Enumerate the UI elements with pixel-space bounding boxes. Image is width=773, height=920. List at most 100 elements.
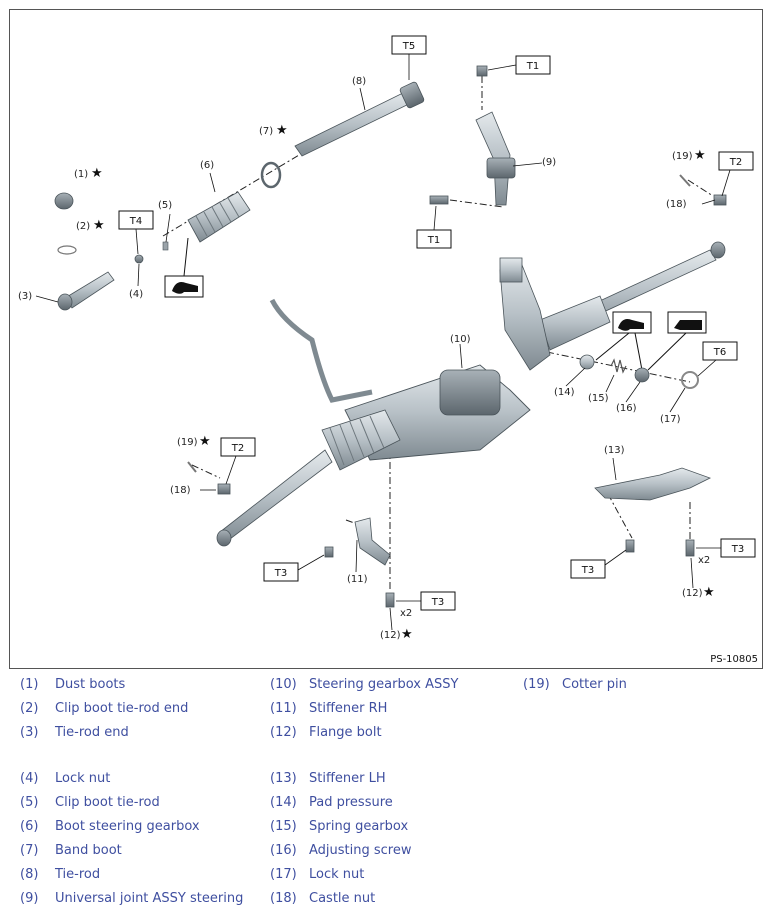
torque-tag-t3: T3 [263,554,325,582]
legend-part-name: Cotter pin [562,677,627,692]
tie-rod-end-part [57,271,115,311]
torque-tag-t3: T3 [396,591,456,611]
legend-item: (3) Tie-rod end [20,725,129,740]
legend-item: (12)Flange bolt [270,725,382,740]
legend-item: (16) Adjusting screw [270,843,411,858]
legend-number: (5) [20,795,39,810]
legend-item: (14) Pad pressure [270,795,393,810]
callout-16: (16) [616,403,637,414]
legend-part-name: Pad pressure [309,795,393,810]
legend-number: (9) [20,891,39,906]
svg-text:T3: T3 [581,565,594,576]
svg-text:T4: T4 [129,216,142,227]
spring-gearbox-part [610,358,627,374]
flange-bolt-part [324,546,334,558]
legend-part-name: Band boot [55,843,122,858]
parts-legend: (1)Dust boots (2) Clip boot tie-rod end (3)… [0,674,773,920]
diagram-canvas: T5 T1 T1 T2 T4 T6 T2 T3 T3 [18,35,756,642]
legend-part-name: Spring gearbox [309,819,409,834]
star-icon: ★ [401,627,413,642]
star-icon: ★ [91,166,103,181]
legend-item: (18)Castle nut [270,891,375,906]
torque-tag-t2: T2 [220,437,256,485]
callout-7: (7) [259,126,273,137]
svg-text:T3: T3 [731,544,744,555]
legend-part-name: Steering gearbox ASSY [309,677,459,692]
lock-nut-17-part [681,371,699,389]
legend-part-name: Flange bolt [309,725,382,740]
legend-number: (8) [20,867,39,882]
flange-bolt-part [625,539,635,553]
callout-13: (13) [604,445,625,456]
legend-number: (18) [270,891,297,906]
legend-item: (11) Stiffener RH [270,701,387,716]
grease-tool-icon [667,311,707,334]
callout-8: (8) [352,76,366,87]
legend-number: (14) [270,795,297,810]
svg-text:T3: T3 [274,568,287,579]
legend-part-name: Tie-rod end [55,725,129,740]
legend-number: (3) [20,725,39,740]
legend-number: (19) [523,677,550,692]
legend-part-name: Boot steering gearbox [55,819,200,834]
multiplier-label: x2 [400,608,412,619]
legend-part-name: Clip boot tie-rod [55,795,160,810]
torque-tag-t1: T1 [487,55,551,75]
legend-item: (17) Lock nut [270,867,364,882]
svg-text:T2: T2 [729,157,742,168]
legend-number: (2) [20,701,39,716]
callout-1: (1) [74,169,88,180]
tie-rod-part [294,81,425,157]
legend-number: (17) [270,867,297,882]
boot-steering-gearbox-part [187,191,251,243]
callout-17: (17) [660,414,681,425]
callout-9: (9) [542,157,556,168]
multiplier-label: x2 [698,555,710,566]
callout-4: (4) [129,289,143,300]
legend-part-name: Adjusting screw [309,843,412,858]
legend-part-name: Stiffener LH [309,771,386,786]
band-boot-part [260,161,282,189]
legend-item: (19) Cotter pin [523,677,627,692]
legend-item: (8) Tie-rod [20,867,100,882]
legend-part-name: Universal joint ASSY steering [55,891,244,906]
legend-number: (11) [270,701,297,716]
flange-bolt-part [685,539,695,557]
callout-18: (18) [666,199,687,210]
stiffener-lh-part [594,467,712,501]
flange-bolt-part [385,592,395,608]
legend-number: (10) [270,677,297,692]
callout-18: (18) [170,485,191,496]
legend-number: (16) [270,843,297,858]
svg-text:T6: T6 [713,347,726,358]
legend-number: (15) [270,819,297,834]
stiffener-rh-part [354,517,391,566]
clip-boot-tie-rod-end-part [57,245,77,255]
pliers-tool-icon [164,275,204,298]
exploded-parts-diagram: T5 T1 T1 T2 T4 T6 T2 T3 T3 [9,9,763,669]
adjusting-screw-part [634,367,650,383]
legend-item: (15) Spring gearbox [270,819,408,834]
torque-tag-t4: T4 [118,210,154,255]
torque-tag-t1: T1 [416,205,452,249]
universal-joint-part [429,65,516,206]
legend-part-name: Stiffener RH [309,701,388,716]
legend-item: (2) Clip boot tie-rod end [20,701,188,716]
legend-item: (1)Dust boots [20,677,125,692]
legend-part-name: Clip boot tie-rod end [55,701,189,716]
legend-item: (9) Universal joint ASSY steering [20,891,243,906]
svg-text:T5: T5 [402,41,415,52]
pad-pressure-part [579,354,595,370]
callout-19: (19) [672,151,693,162]
svg-text:T1: T1 [427,235,440,246]
legend-number: (1) [20,677,39,692]
legend-number: (6) [20,819,39,834]
star-icon: ★ [199,434,211,449]
clip-boot-tie-rod-part [162,241,169,251]
svg-text:T2: T2 [231,443,244,454]
legend-part-name: Tie-rod [55,867,101,882]
callout-6: (6) [200,160,214,171]
legend-part-name: Lock nut [309,867,365,882]
callout-3: (3) [18,291,32,302]
legend-item: (7)Band boot [20,843,122,858]
